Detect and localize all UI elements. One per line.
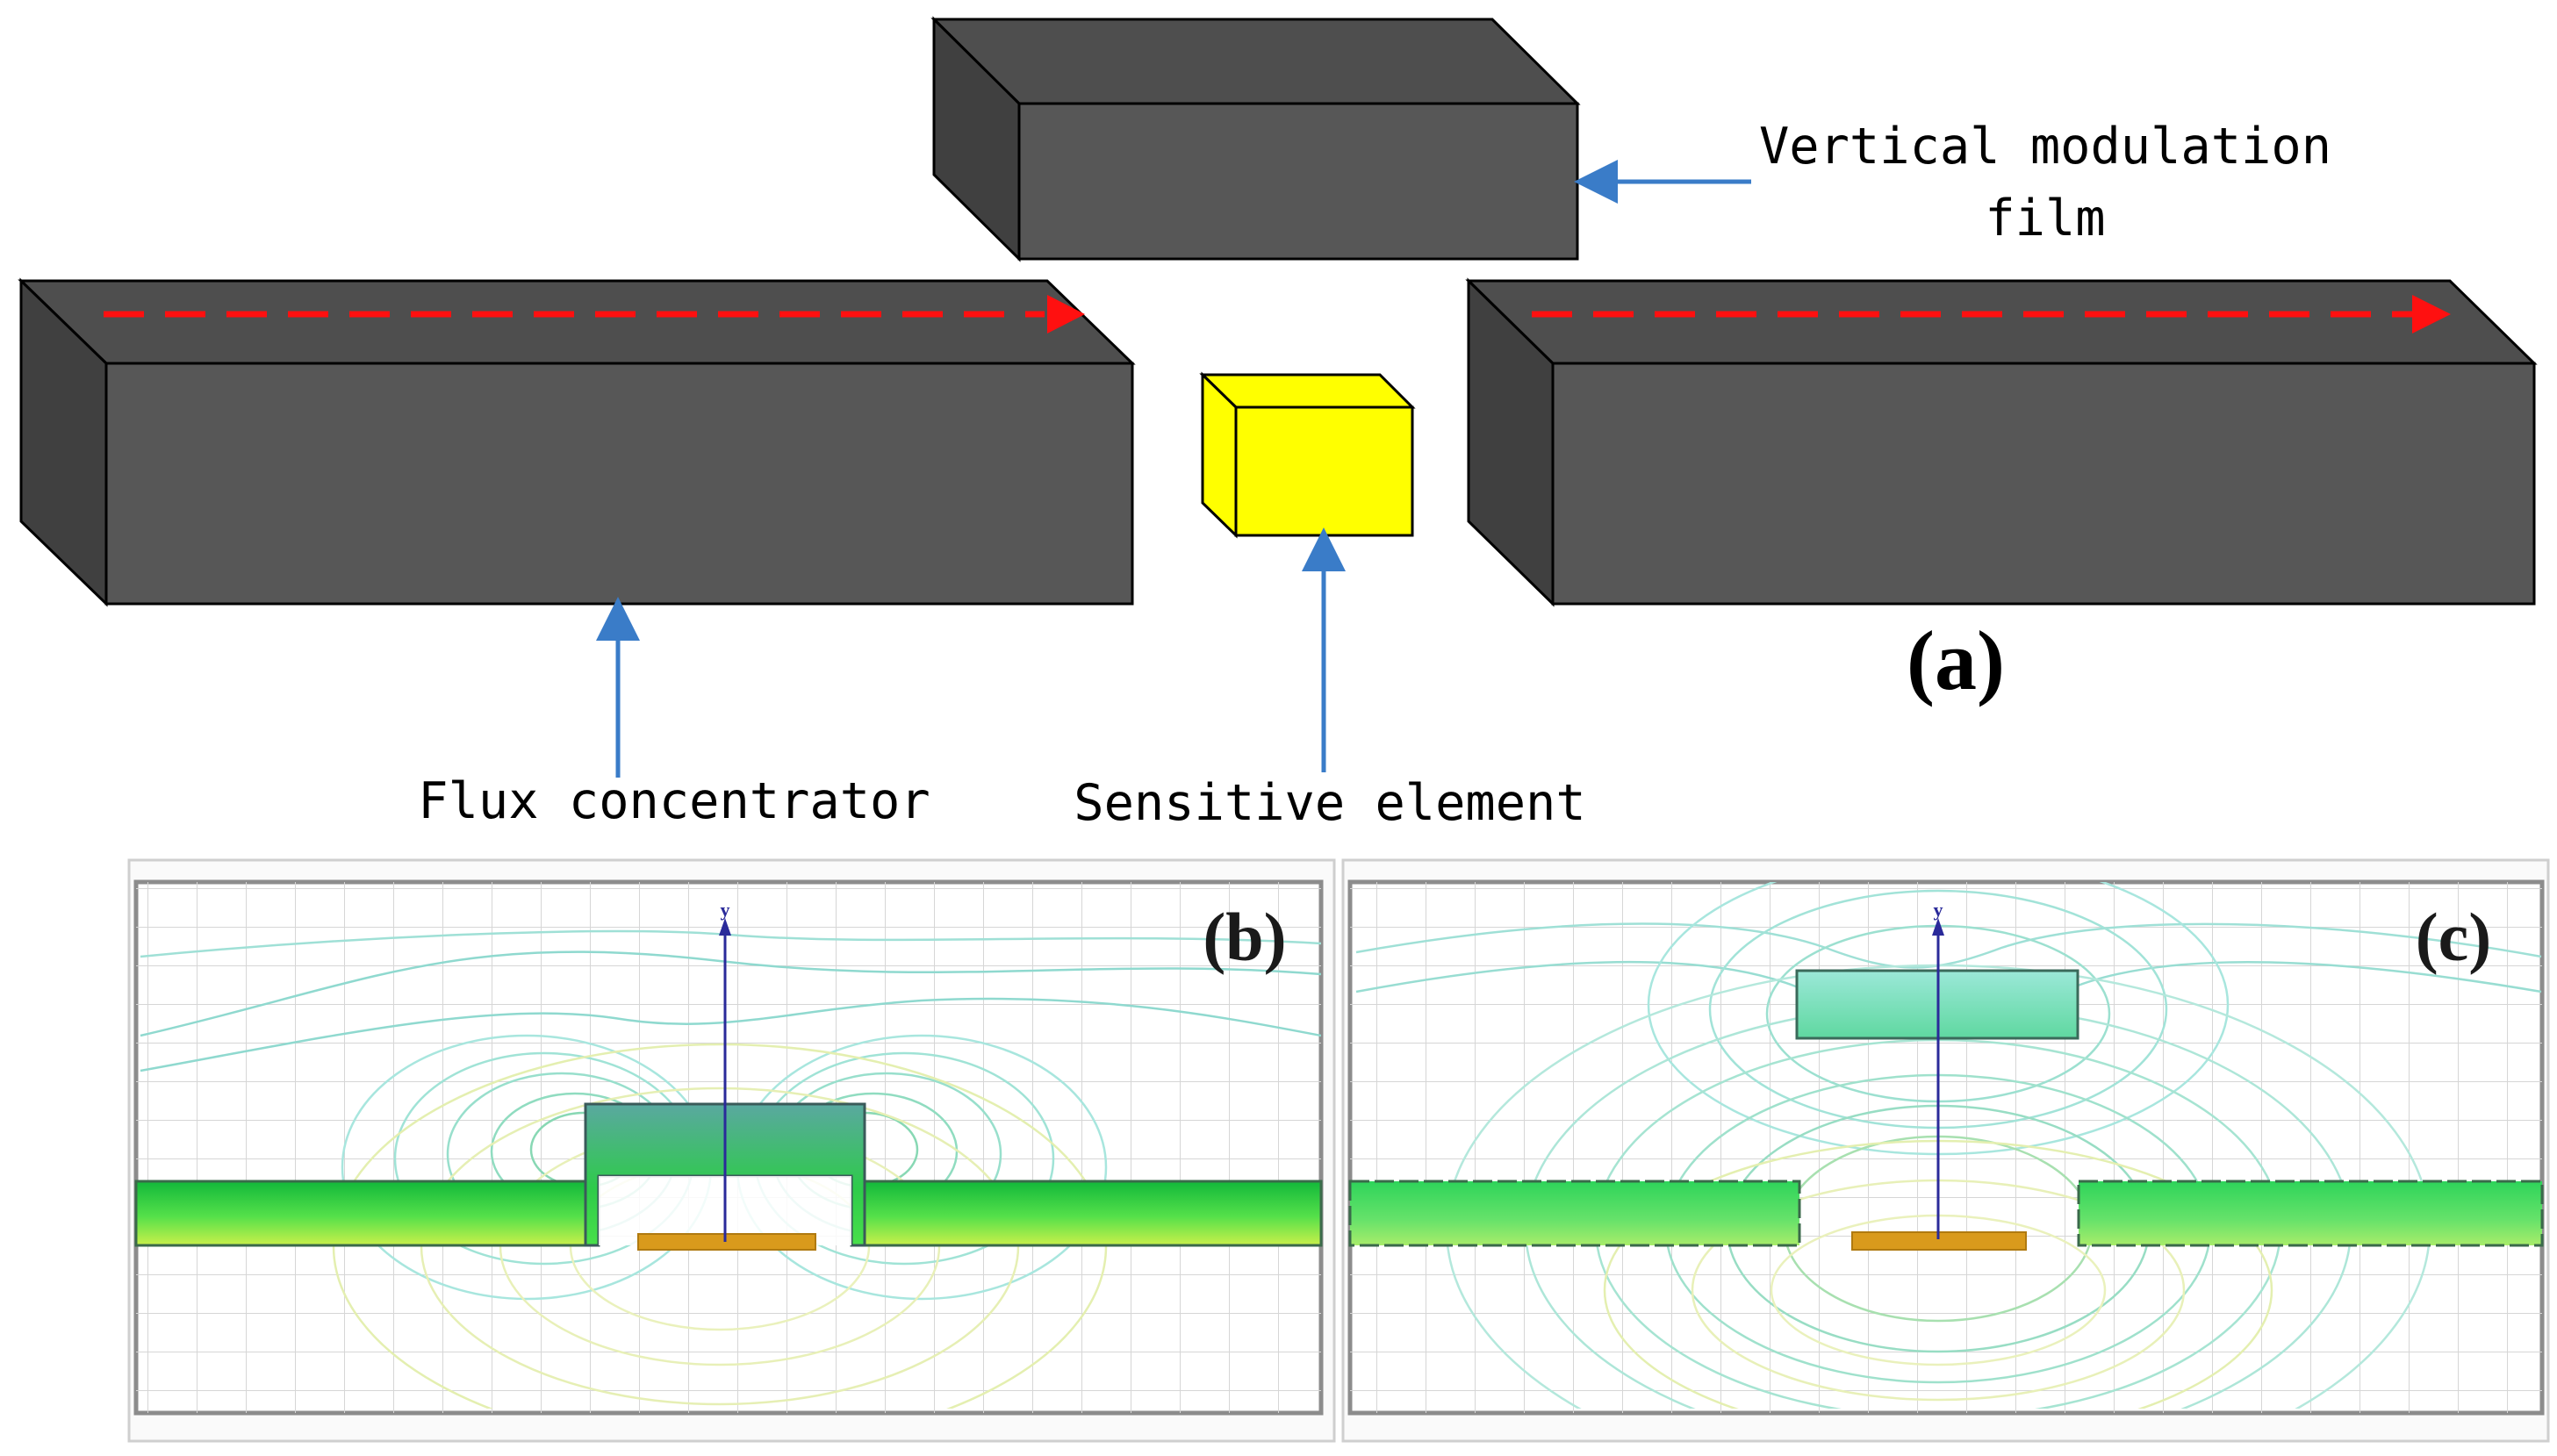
flux-concentrator-left-c — [1348, 1180, 1801, 1247]
sensitive-element-cube — [1199, 371, 1416, 539]
axis-label-y-c: y — [1934, 899, 1943, 921]
label-sensitive-element: Sensitive element — [1074, 774, 1585, 832]
label-vertical-modulation-film-1: Vertical modulation — [1759, 118, 2331, 176]
sensitive-element-b — [637, 1233, 816, 1251]
vertical-modulation-film-block — [930, 16, 1581, 262]
panel-c: y (c) — [1341, 858, 2550, 1443]
label-panel-c: (c) — [2416, 899, 2492, 975]
axis-label-y-b: y — [721, 899, 730, 921]
panel-b: y (b) — [127, 858, 1336, 1443]
label-flux-concentrator: Flux concentrator — [418, 772, 930, 830]
right-flux-concentrator-block — [1465, 277, 2538, 607]
flux-concentrator-right-c — [2077, 1180, 2544, 1247]
label-panel-b: (b) — [1203, 899, 1286, 975]
flux-concentrator-right-b — [863, 1180, 1323, 1247]
label-panel-a: (a) — [1907, 613, 2005, 707]
flux-concentrator-left-b — [134, 1180, 587, 1247]
panel-a: Vertical modulation film Flux concentrat… — [18, 16, 2538, 832]
label-vertical-modulation-film-2: film — [1985, 190, 2105, 247]
left-flux-concentrator-block — [18, 277, 1136, 607]
